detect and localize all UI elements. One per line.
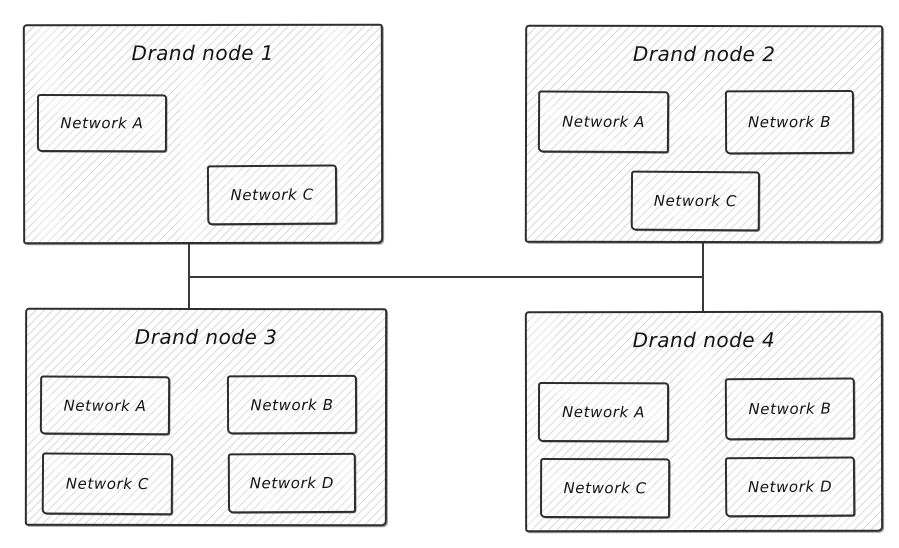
node2-network-b-label: Network B <box>747 113 832 132</box>
node2-network-c-box: Network C <box>630 170 761 232</box>
node2-network-a-label: Network A <box>561 112 646 132</box>
drand-node-4-box: Drand node 4 Network A Network B Network… <box>524 310 884 533</box>
node3-network-c-box: Network C <box>41 452 174 516</box>
node4-network-d-label: Network D <box>747 477 833 497</box>
drand-node-2-box: Drand node 2 Network A Network B Network… <box>524 24 884 244</box>
node4-network-a-box: Network A <box>537 381 670 443</box>
node4-network-c-label: Network C <box>563 479 647 498</box>
node3-network-d-box: Network D <box>227 452 357 514</box>
drand-node-1-box: Drand node 1 Network A Network C <box>22 23 384 245</box>
node1-network-a-box: Network A <box>36 94 168 153</box>
node3-network-b-label: Network B <box>250 395 334 414</box>
node4-network-c-box: Network C <box>540 457 671 519</box>
node3-network-d-label: Network D <box>249 473 335 493</box>
node3-network-a-label: Network A <box>63 396 147 415</box>
drand-node-3-title: Drand node 3 <box>134 324 278 350</box>
node4-network-b-box: Network B <box>724 377 856 441</box>
node1-network-a-label: Network A <box>60 114 144 133</box>
node3-network-b-box: Network B <box>226 374 358 435</box>
drand-node-2-title: Drand node 2 <box>632 41 776 67</box>
node1-network-c-box: Network C <box>206 164 338 226</box>
node4-network-d-box: Network D <box>724 456 856 518</box>
node4-network-b-label: Network B <box>748 399 832 419</box>
drand-node-1-title: Drand node 1 <box>131 40 275 66</box>
drand-node-4-title: Drand node 4 <box>632 327 776 353</box>
node2-network-b-box: Network B <box>724 89 855 155</box>
node4-network-a-label: Network A <box>561 403 646 422</box>
connector-horizontal-trunk <box>188 276 704 278</box>
node2-network-a-box: Network A <box>537 90 670 154</box>
node1-network-c-label: Network C <box>230 185 314 205</box>
node3-network-c-label: Network C <box>65 474 150 494</box>
node3-network-a-box: Network A <box>39 375 171 436</box>
drand-node-3-box: Drand node 3 Network A Network B Network… <box>24 307 388 527</box>
node2-network-c-label: Network C <box>653 191 738 211</box>
